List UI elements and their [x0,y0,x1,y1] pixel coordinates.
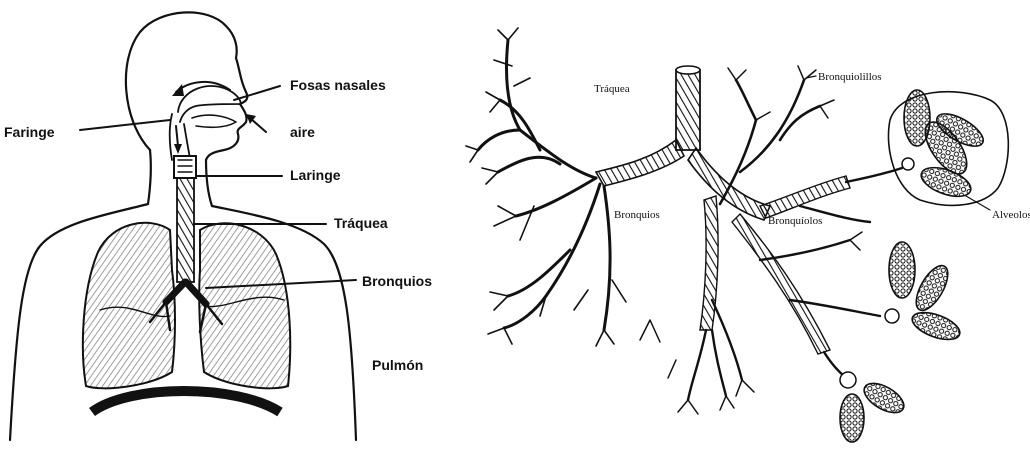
label-laringe: Laringe [290,167,341,183]
diaphragm [92,391,280,412]
alveoli-cluster-top [888,90,1008,205]
oral-cavity [192,115,236,127]
label-tree-bronquios: Bronquios [614,209,660,221]
label-bronquiolillos: Bronquiolillos [818,71,882,83]
nasal-cavity [178,86,241,122]
trachea [177,178,194,282]
label-fosas-nasales: Fosas nasales [290,77,386,93]
tree-trachea [676,70,700,150]
label-bronquios: Bronquios [362,273,432,289]
neck [148,150,151,204]
tree-right-bronchus [688,148,770,220]
label-traquea: Tráquea [334,215,388,231]
bronchial-tree [466,28,1008,442]
label-alveolos: Alveolos [992,209,1030,221]
label-bronquiolos: Bronquíolos [768,215,822,227]
label-pulmon: Pulmón [372,357,423,373]
label-aire: aire [290,124,315,140]
tree-left-bronchus [596,140,684,186]
left-lung [83,223,175,389]
right-labels: Tráquea Bronquiolillos Bronquios Bronquí… [594,71,1030,227]
label-faringe: Faringe [4,124,55,140]
label-tree-traquea: Tráquea [594,83,630,95]
alveoli-cluster-middle [885,242,963,345]
alveoli-cluster-bottom [840,372,909,442]
